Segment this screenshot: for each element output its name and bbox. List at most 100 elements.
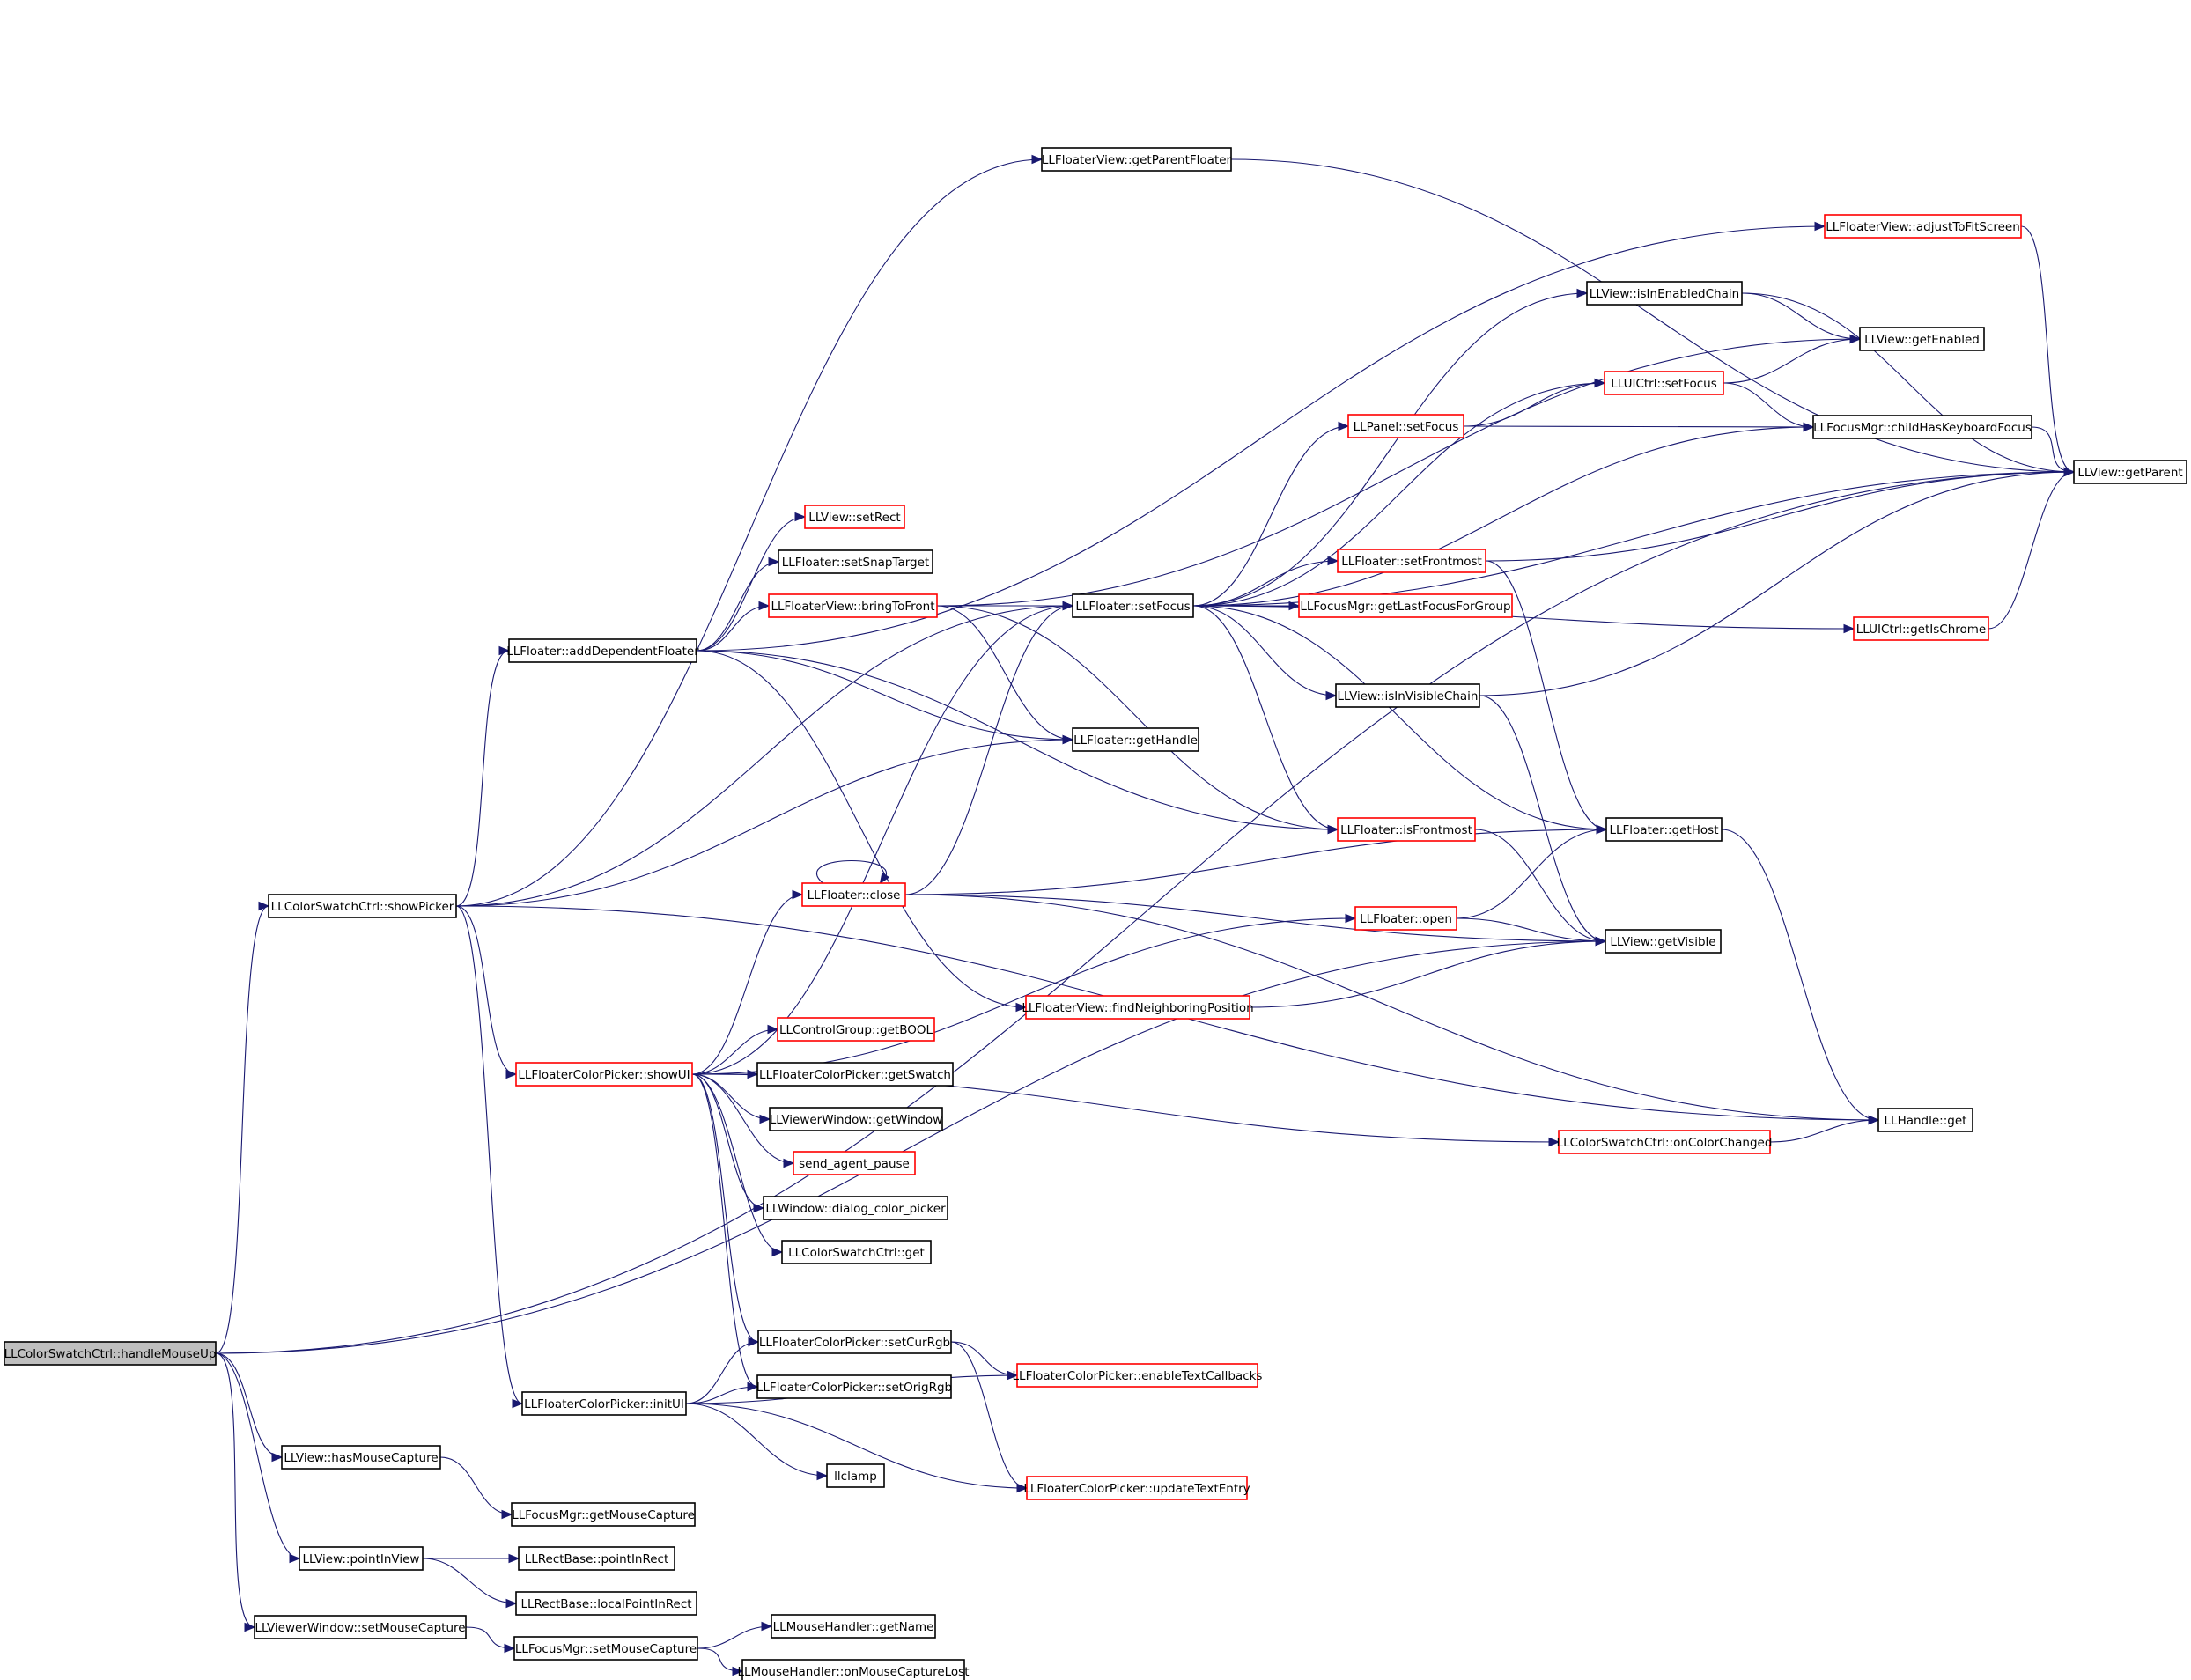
node-get-bool[interactable]: LLControlGroup::getBOOL <box>777 1017 935 1042</box>
node-has-mouse-capture[interactable]: LLView::hasMouseCapture <box>281 1445 441 1470</box>
edge-line <box>439 1456 513 1515</box>
node-get-swatch[interactable]: LLFloaterColorPicker::getSwatch <box>756 1062 954 1087</box>
node-label: LLFocusMgr::getLastFocusForGroup <box>1300 600 1510 614</box>
edge-line <box>691 1028 778 1075</box>
edge-arrowhead <box>1843 623 1855 634</box>
edge-line <box>1192 605 1607 830</box>
node-init-ui[interactable]: LLFloaterColorPicker::initUI <box>521 1391 687 1416</box>
edge-line <box>1723 338 1861 384</box>
node-box <box>1604 371 1724 395</box>
node-panel-set-focus[interactable]: LLPanel::setFocus <box>1347 414 1464 438</box>
edge-arrowhead <box>816 1470 829 1481</box>
node-is-frontmost[interactable]: LLFloater::isFrontmost <box>1337 817 1476 842</box>
edge-floater-set-focus-to-is-in-visible-chain <box>1192 605 1338 701</box>
node-find-neighboring-position[interactable]: LLFloaterView::findNeighboringPosition <box>1022 995 1254 1020</box>
node-update-text-entry[interactable]: LLFloaterColorPicker::updateTextEntry <box>1023 1476 1250 1500</box>
node-box <box>1025 995 1250 1020</box>
node-box <box>1354 906 1457 931</box>
node-ui-set-focus[interactable]: LLUICtrl::setFocus <box>1604 371 1724 395</box>
node-get-last-focus-for-group[interactable]: LLFocusMgr::getLastFocusForGroup <box>1298 593 1513 618</box>
edge-line <box>455 905 523 1404</box>
node-is-in-enabled-chain[interactable]: LLView::isInEnabledChain <box>1586 281 1743 306</box>
edge-line <box>696 650 1073 741</box>
node-show-picker[interactable]: LLColorSwatchCtrl::showPicker <box>268 894 457 918</box>
node-adjust-to-fit-screen[interactable]: LLFloaterView::adjustToFitScreen <box>1824 214 2022 239</box>
node-set-rect[interactable]: LLView::setRect <box>804 505 905 529</box>
node-get-host[interactable]: LLFloater::getHost <box>1605 817 1723 842</box>
node-get-enabled[interactable]: LLView::getEnabled <box>1859 327 1985 351</box>
edge-arrowhead <box>794 512 807 522</box>
edge-line <box>696 516 806 652</box>
node-set-frontmost[interactable]: LLFloater::setFrontmost <box>1337 549 1486 573</box>
edge-root-to-vw-set-mouse-capture <box>215 1352 256 1632</box>
node-show-ui[interactable]: LLFloaterColorPicker::showUI <box>515 1062 693 1087</box>
node-set-snap-target[interactable]: LLFloater::setSnapTarget <box>778 549 933 574</box>
node-child-has-keyboard-focus[interactable]: LLFocusMgr::childHasKeyboardFocus <box>1812 415 2032 439</box>
node-close[interactable]: LLFloater::close <box>801 882 906 907</box>
node-get-window[interactable]: LLViewerWindow::getWindow <box>769 1107 943 1131</box>
edge-root-to-point-in-view <box>215 1352 301 1564</box>
node-fm-set-mouse-capture[interactable]: LLFocusMgr::setMouseCapture <box>513 1636 698 1661</box>
node-dialog-color-picker[interactable]: LLWindow::dialog_color_picker <box>763 1196 948 1220</box>
node-label: LLHandle::get <box>1885 1114 1967 1128</box>
node-point-in-rect[interactable]: LLRectBase::pointInRect <box>518 1546 675 1571</box>
node-get-parent-floater[interactable]: LLFloaterView::getParentFloater <box>1041 147 1232 172</box>
node-label: LLFloaterView::bringToFront <box>771 600 935 614</box>
node-local-point-in-rect[interactable]: LLRectBase::localPointInRect <box>515 1591 697 1616</box>
node-box <box>763 1196 948 1220</box>
edge-line <box>691 894 803 1075</box>
node-on-mouse-capture-lost[interactable]: LLMouseHandler::onMouseCaptureLost <box>737 1659 970 1680</box>
node-add-dependent-floater[interactable]: LLFloater::addDependentFloater <box>506 638 699 663</box>
node-set-cur-rgb[interactable]: LLFloaterColorPicker::setCurRgb <box>757 1330 952 1354</box>
edge-open-to-get-host <box>1456 824 1608 919</box>
edge-arrowhead <box>748 1337 760 1347</box>
edge-show-ui-to-set-cur-rgb <box>691 1073 760 1347</box>
node-get-handle[interactable]: LLFloater::getHandle <box>1072 727 1199 752</box>
node-handle-get[interactable]: LLHandle::get <box>1877 1108 1973 1132</box>
edge-is-in-enabled-chain-to-get-enabled <box>1741 292 1862 344</box>
node-bring-to-front[interactable]: LLFloaterView::bringToFront <box>768 593 938 618</box>
node-box <box>1072 727 1199 752</box>
node-label: LLColorSwatchCtrl::showPicker <box>271 900 454 914</box>
edge-line <box>1192 605 1337 696</box>
node-swatch-get[interactable]: LLColorSwatchCtrl::get <box>781 1240 932 1264</box>
node-point-in-view[interactable]: LLView::pointInView <box>299 1546 424 1571</box>
node-box <box>1072 593 1194 618</box>
node-box <box>793 1151 916 1175</box>
node-vw-set-mouse-capture[interactable]: LLViewerWindow::setMouseCapture <box>254 1615 467 1639</box>
node-enable-text-callbacks[interactable]: LLFloaterColorPicker::enableTextCallback… <box>1013 1363 1263 1388</box>
edge-arrowhead <box>1595 936 1607 947</box>
node-box <box>1298 593 1513 618</box>
edge-show-picker-to-show-ui <box>455 905 518 1079</box>
edge-line <box>1192 382 1605 607</box>
node-label: LLColorSwatchCtrl::onColorChanged <box>1557 1136 1773 1150</box>
node-llclamp[interactable]: llclamp <box>826 1463 885 1488</box>
edge-floater-set-focus-to-child-has-keyboard-focus <box>1192 422 1815 607</box>
node-open[interactable]: LLFloater::open <box>1354 906 1457 931</box>
node-set-orig-rgb[interactable]: LLFloaterColorPicker::setOrigRgb <box>756 1374 952 1399</box>
edge-line <box>1192 292 1588 607</box>
node-get-parent[interactable]: LLView::getParent <box>2073 460 2187 484</box>
node-root[interactable]: LLColorSwatchCtrl::handleMouseUp <box>4 1341 217 1366</box>
edge-show-ui-to-floater-set-focus <box>691 601 1074 1075</box>
node-label: LLRectBase::pointInRect <box>525 1552 669 1566</box>
node-get-visible[interactable]: LLView::getVisible <box>1605 929 1722 954</box>
node-is-in-visible-chain[interactable]: LLView::isInVisibleChain <box>1335 683 1480 708</box>
node-box <box>768 593 938 618</box>
node-get-mouse-capture[interactable]: LLFocusMgr::getMouseCapture <box>511 1502 696 1527</box>
edge-line <box>455 905 517 1075</box>
node-send-agent-pause[interactable]: send_agent_pause <box>793 1151 916 1175</box>
node-box <box>826 1463 885 1488</box>
edge-init-ui-to-set-cur-rgb <box>685 1337 760 1404</box>
node-get-is-chrome[interactable]: LLUICtrl::getIsChrome <box>1853 616 1989 641</box>
node-on-color-changed[interactable]: LLColorSwatchCtrl::onColorChanged <box>1557 1130 1773 1154</box>
node-label: LLFloaterColorPicker::enableTextCallback… <box>1013 1369 1263 1383</box>
node-label: LLRectBase::localPointInRect <box>520 1597 691 1611</box>
edge-add-dependent-floater-to-bring-to-front <box>696 601 771 652</box>
nodes-layer: LLColorSwatchCtrl::handleMouseUp LLColorS… <box>4 147 2187 1680</box>
edges-layer <box>215 154 2076 1676</box>
node-floater-set-focus[interactable]: LLFloater::setFocus <box>1072 593 1194 618</box>
node-box <box>1026 1476 1248 1500</box>
node-get-name[interactable]: LLMouseHandler::getName <box>771 1614 936 1639</box>
node-box <box>756 1062 954 1087</box>
